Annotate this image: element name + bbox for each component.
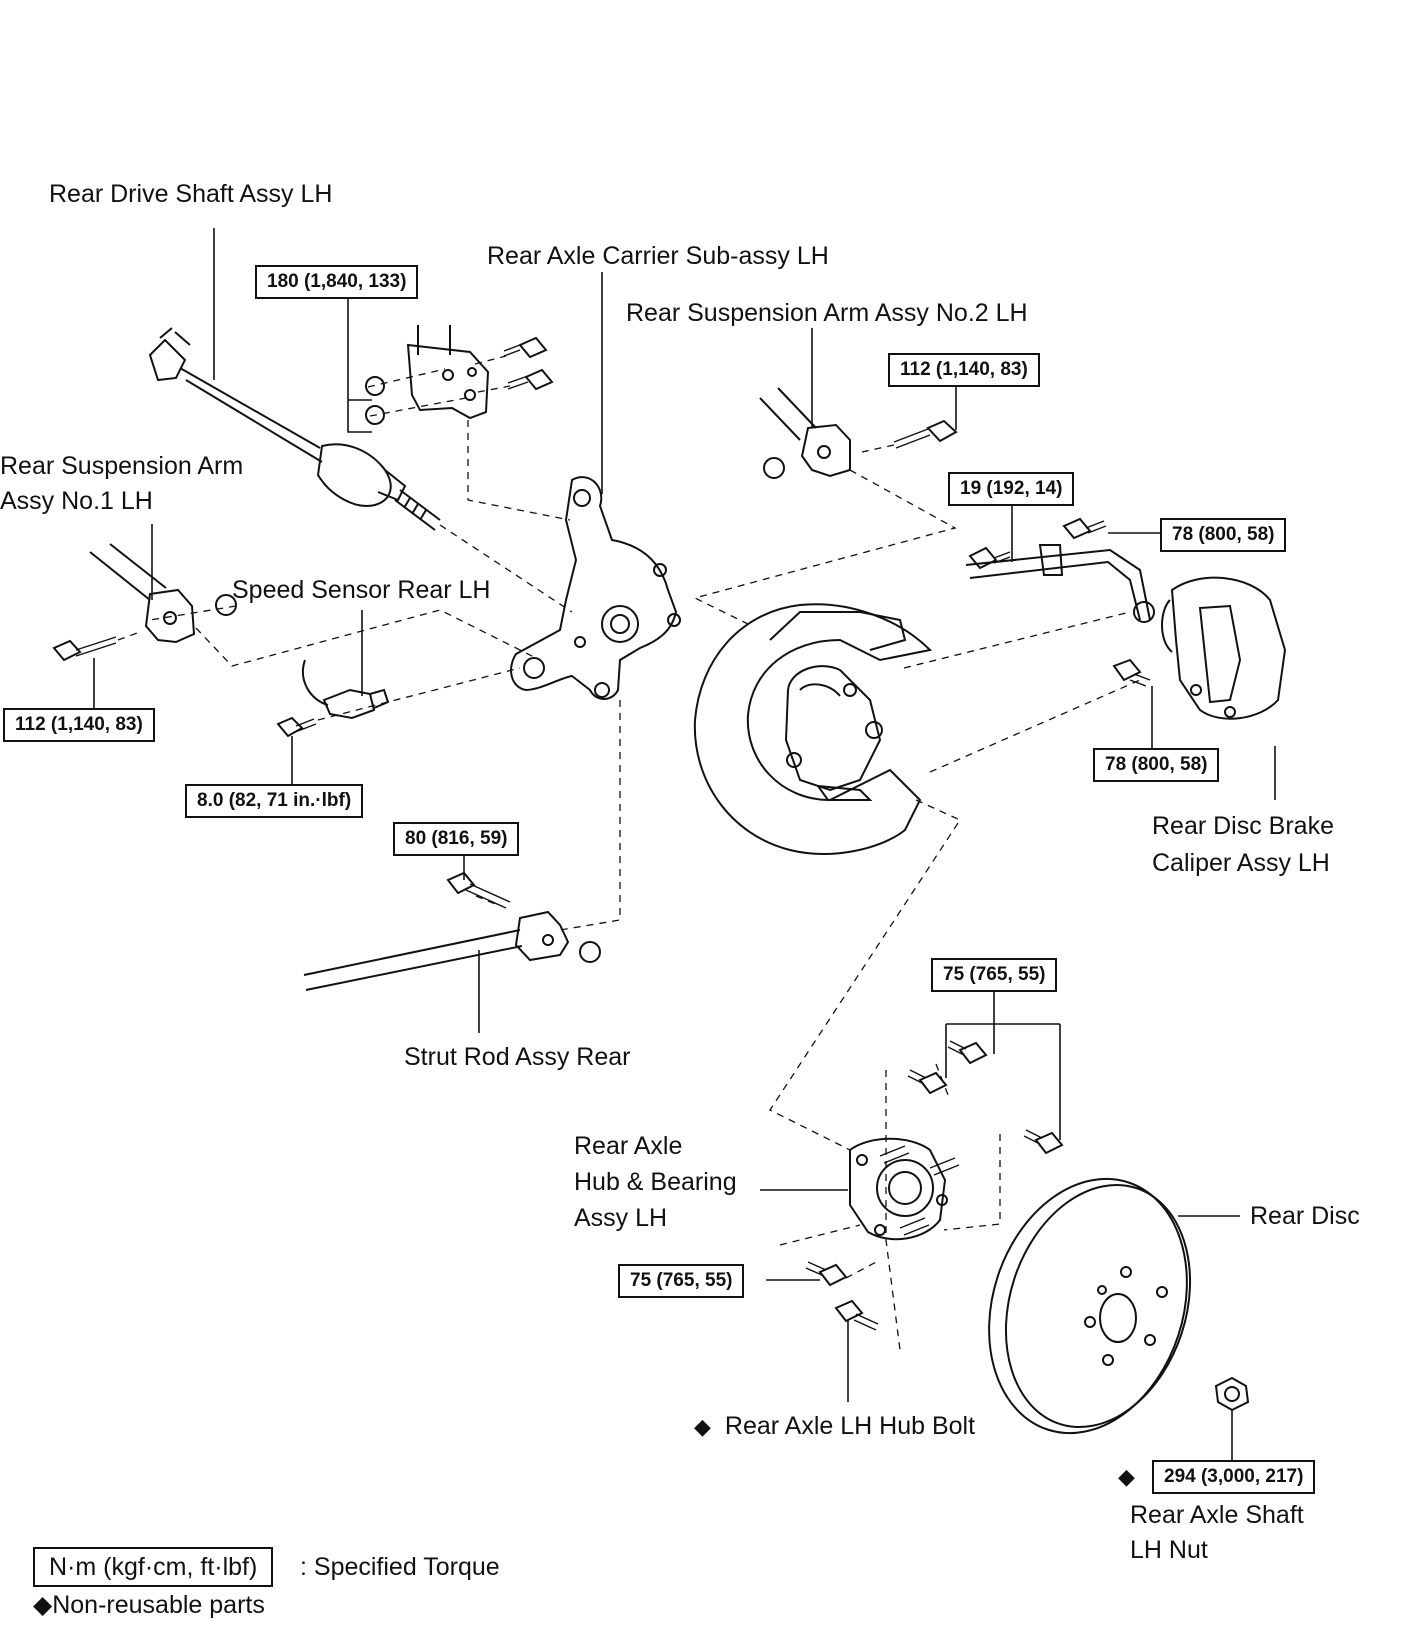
label-rear-drive-shaft: Rear Drive Shaft Assy LH [49,180,333,208]
hub-mount-bolts [907,1040,1064,1155]
label-suspension-arm-no1-line1: Rear Suspension Arm [0,452,244,480]
brake-hose [965,517,1151,621]
legend-unit-box: N·m (kgf·cm, ft·lbf) [33,1547,274,1587]
torque-box-112-arm2: 112 (1,140, 83) [888,353,1040,387]
non-reusable-mark: ◆ [694,1414,711,1439]
brake-caliper [1112,576,1287,720]
torque-box-294: 294 (3,000, 217) [1152,1460,1316,1494]
torque-box-19: 19 (192, 14) [948,472,1075,506]
rear-disc [988,1177,1192,1435]
axle-shaft-nut [1214,1376,1250,1412]
strut-rod [303,871,602,991]
label-suspension-arm-no2: Rear Suspension Arm Assy No.2 LH [626,299,1028,327]
label-rear-disc: Rear Disc [1250,1202,1360,1230]
leader-lines [93,228,1276,1460]
hub-lower-bolts [805,1261,879,1331]
torque-box-78-upper: 78 (800, 58) [1160,518,1287,552]
torque-box-180: 180 (1,840, 133) [255,265,419,299]
label-hub-line2: Hub & Bearing [574,1168,737,1196]
rear-axle-carrier [510,476,681,700]
label-rear-axle-carrier: Rear Axle Carrier Sub-assy LH [487,242,829,270]
label-shaft-nut-torque: ◆ [1118,1458,1149,1495]
label-hub-bolt: ◆ Rear Axle LH Hub Bolt [694,1408,975,1445]
label-suspension-arm-no1-line2: Assy No.1 LH [0,487,153,515]
suspension-arm-no1 [52,543,238,662]
torque-box-75-upper: 75 (765, 55) [931,958,1058,992]
label-hub-line1: Rear Axle [574,1132,683,1160]
legend-unit-description: : Specified Torque [300,1553,500,1581]
rear-drive-shaft [148,327,441,531]
label-caliper-line1: Rear Disc Brake [1152,812,1334,840]
suspension-arm-no2 [759,387,958,479]
assembly-lines [117,355,1141,1351]
label-hub-line3: Assy LH [574,1204,668,1232]
bracket-bolts [365,336,554,425]
torque-box-8: 8.0 (82, 71 in.·lbf) [185,784,364,818]
hub-and-bearing [849,1137,960,1241]
label-shaft-nut-line1: Rear Axle Shaft [1130,1501,1304,1529]
label-hub-bolt-text: Rear Axle LH Hub Bolt [724,1412,976,1440]
torque-box-78-lower: 78 (800, 58) [1093,748,1220,782]
label-speed-sensor: Speed Sensor Rear LH [232,576,491,604]
backing-plate [693,603,933,855]
label-shaft-nut-line2: LH Nut [1130,1536,1208,1564]
speed-sensor [276,659,390,738]
torque-box-112-arm1: 112 (1,140, 83) [3,708,155,742]
torque-box-75-lower: 75 (765, 55) [618,1264,745,1298]
torque-box-80: 80 (816, 59) [393,822,520,856]
non-reusable-mark: ◆ [1118,1464,1135,1489]
label-strut-rod: Strut Rod Assy Rear [404,1043,631,1071]
label-caliper-line2: Caliper Assy LH [1152,849,1330,877]
strut-bracket [406,325,490,420]
legend-non-reusable: ◆Non-reusable parts [33,1591,265,1619]
